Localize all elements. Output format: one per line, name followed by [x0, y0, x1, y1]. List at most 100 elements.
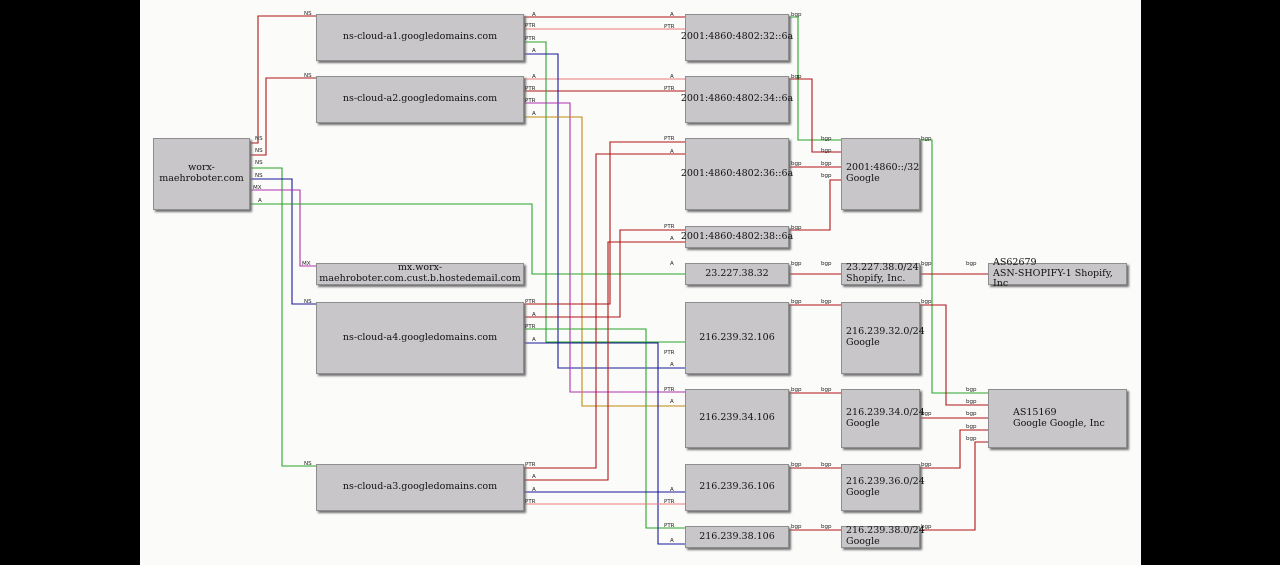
label-ns-a1: NS: [304, 11, 312, 17]
label-ns-3: NS: [255, 160, 263, 166]
label-bgp-4: bgp: [791, 225, 802, 231]
label-ns-4: NS: [255, 173, 263, 179]
label-ns-2: NS: [255, 148, 263, 154]
node-ipv6-34[interactable]: 2001:4860:4802:34::6a: [681, 76, 793, 123]
node-ipv6-36[interactable]: 2001:4860:4802:36::6a: [681, 138, 793, 210]
edge-a4-a-ip4-38: [524, 342, 685, 545]
edge-bgp-ip6-34: [789, 78, 841, 153]
label-bgp-p8: bgp: [821, 462, 832, 468]
label-a4-ptr2: PTR: [525, 324, 536, 330]
label-a2-a2: A: [532, 111, 536, 117]
label-ip434-a: A: [670, 399, 674, 405]
label-shopify-a: A: [670, 261, 674, 267]
label-a1-a2: A: [532, 48, 536, 54]
edge-bgp-pfx32-as: [920, 304, 988, 406]
label-bgp-q6: bgp: [921, 524, 932, 530]
label-a2-ptr2: PTR: [525, 98, 536, 104]
edge-a1-a-v4: [524, 53, 685, 369]
node-mx-hostedemail[interactable]: mx.worx-maehroboter.com.cust.b.hostedema…: [316, 262, 524, 285]
label-ip636-a: A: [670, 149, 674, 155]
node-ipv6-38[interactable]: 2001:4860:4802:38::6a: [681, 226, 793, 248]
label-bgp-p9: bgp: [821, 524, 832, 530]
label-bgp-as5: bgp: [966, 424, 977, 430]
label-bgp-q3: bgp: [921, 299, 932, 305]
node-ns-cloud-a1[interactable]: ns-cloud-a1.googledomains.com: [316, 14, 524, 61]
label-bgp-as3: bgp: [966, 399, 977, 405]
label-ns-a4: NS: [304, 299, 312, 305]
label-bgp-p3: bgp: [821, 161, 832, 167]
edge-ns-a3: [250, 167, 316, 467]
label-ip634-ptr: PTR: [664, 86, 675, 92]
node-ipv4-32[interactable]: 216.239.32.106: [685, 302, 789, 374]
label-a1-ptr: PTR: [525, 23, 536, 29]
label-ip434-ptr: PTR: [664, 387, 675, 393]
label-ip634-a: A: [670, 74, 674, 80]
node-ipv4-38[interactable]: 216.239.38.106: [685, 526, 789, 548]
label-ip638-ptr: PTR: [664, 224, 675, 230]
node-ns-cloud-a2[interactable]: ns-cloud-a2.googledomains.com: [316, 76, 524, 123]
label-ip436-a: A: [670, 487, 674, 493]
label-bgp-5: bgp: [791, 261, 802, 267]
node-ipv4-34[interactable]: 216.239.34.106: [685, 389, 789, 448]
label-bgp-p1: bgp: [821, 136, 832, 142]
label-ns-a3: NS: [304, 461, 312, 467]
label-bgp-3: bgp: [791, 161, 802, 167]
label-ip436-ptr: PTR: [664, 499, 675, 505]
label-bgp-7: bgp: [791, 387, 802, 393]
node-ns-cloud-a4[interactable]: ns-cloud-a4.googledomains.com: [316, 302, 524, 374]
label-a3-a2: A: [532, 487, 536, 493]
edge-a2-a-v4: [524, 116, 685, 407]
node-ipv6-32[interactable]: 2001:4860:4802:32::6a: [681, 14, 793, 61]
label-ip632-ptr: PTR: [664, 24, 675, 30]
label-bgp-8: bgp: [791, 462, 802, 468]
label-bgp-as1: bgp: [966, 261, 977, 267]
label-bgp-p6: bgp: [821, 299, 832, 305]
label-a3-ptr2: PTR: [525, 499, 536, 505]
label-ip636-ptr: PTR: [664, 136, 675, 142]
edge-a4-ptr-ip6-36: [524, 141, 685, 305]
label-a4-a: A: [532, 312, 536, 318]
label-bgp-6: bgp: [791, 299, 802, 305]
label-ns-a2: NS: [304, 73, 312, 79]
label-ip638-a: A: [670, 236, 674, 242]
label-bgp-1: bgp: [791, 12, 802, 18]
label-mx: MX: [253, 185, 262, 191]
label-bgp-as6: bgp: [966, 436, 977, 442]
edge-ns-a2: [250, 77, 316, 156]
edge-bgp-pfx38-as: [920, 441, 988, 531]
node-ns-cloud-a3[interactable]: ns-cloud-a3.googledomains.com: [316, 464, 524, 511]
label-mx-host: MX: [302, 261, 311, 267]
label-bgp-q2: bgp: [921, 261, 932, 267]
label-bgp-p7: bgp: [821, 387, 832, 393]
label-a2-a: A: [532, 74, 536, 80]
label-a1-ptr2: PTR: [525, 36, 536, 42]
label-a2-ptr: PTR: [525, 86, 536, 92]
label-bgp-as2: bgp: [966, 387, 977, 393]
label-bgp-as4: bgp: [966, 411, 977, 417]
edge-bgp-ip6-38: [789, 179, 841, 231]
node-ip-shopify[interactable]: 23.227.38.32: [685, 263, 789, 285]
label-bgp-9: bgp: [791, 524, 802, 530]
label-bgp-2: bgp: [791, 74, 802, 80]
edge-a4-ptr-ip4-38: [524, 328, 685, 529]
label-ip432-a: A: [670, 362, 674, 368]
label-a4-ptr: PTR: [525, 299, 536, 305]
node-worx-maehroboter[interactable]: worx-maehroboter.com: [153, 138, 250, 210]
label-a1-a: A: [532, 12, 536, 18]
edge-bgp-pfx36-as: [920, 429, 988, 469]
label-bgp-q4: bgp: [921, 411, 932, 417]
label-a4-a2: A: [532, 337, 536, 343]
node-ipv4-36[interactable]: 216.239.36.106: [685, 464, 789, 511]
edge-ns-a1: [250, 15, 316, 144]
edge-a1-ptr-v4: [524, 41, 685, 343]
label-bgp-q1: bgp: [921, 136, 932, 142]
